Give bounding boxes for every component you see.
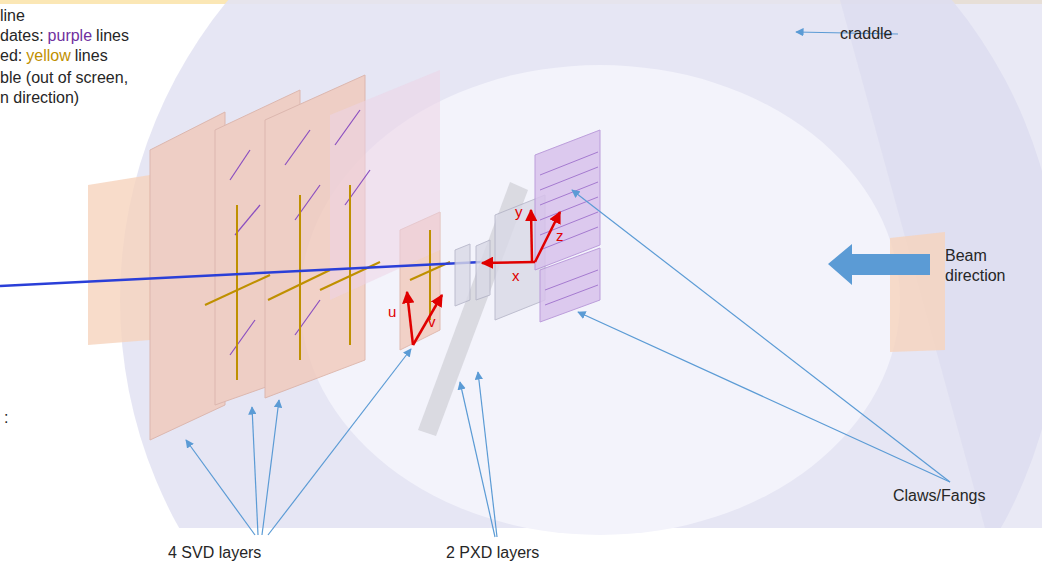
legend-note-line: line — [0, 6, 25, 26]
note-text: : — [4, 408, 8, 428]
axis-label: z — [556, 226, 564, 246]
note-text: lines — [96, 26, 129, 46]
beam-label: Beam direction — [945, 246, 1025, 286]
note-text: yellow — [26, 46, 70, 66]
axis-label: y — [515, 202, 523, 222]
part-label: 4 SVD layers — [168, 543, 261, 563]
axis-label: x — [512, 266, 520, 286]
legend-note-line: ed:yellowlines — [0, 46, 108, 66]
axis-label: v — [428, 312, 436, 332]
part-label: 2 PXD layers — [446, 543, 539, 563]
part-label: Claws/Fangs — [893, 486, 985, 506]
note-text: ble (out of screen, — [0, 68, 128, 88]
legend-note-line: ble (out of screen, — [0, 68, 128, 88]
note-text: purple — [48, 26, 92, 46]
note-text: ed: — [0, 46, 22, 66]
legend-note-line: dates:purplelines — [0, 26, 129, 46]
legend-note-line: n direction) — [0, 88, 79, 108]
note-text: line — [0, 6, 25, 26]
axis-label: u — [388, 302, 396, 322]
note-text: n direction) — [0, 88, 79, 108]
part-label: craddle — [840, 24, 892, 44]
note-text: dates: — [0, 26, 44, 46]
note-text: lines — [75, 46, 108, 66]
